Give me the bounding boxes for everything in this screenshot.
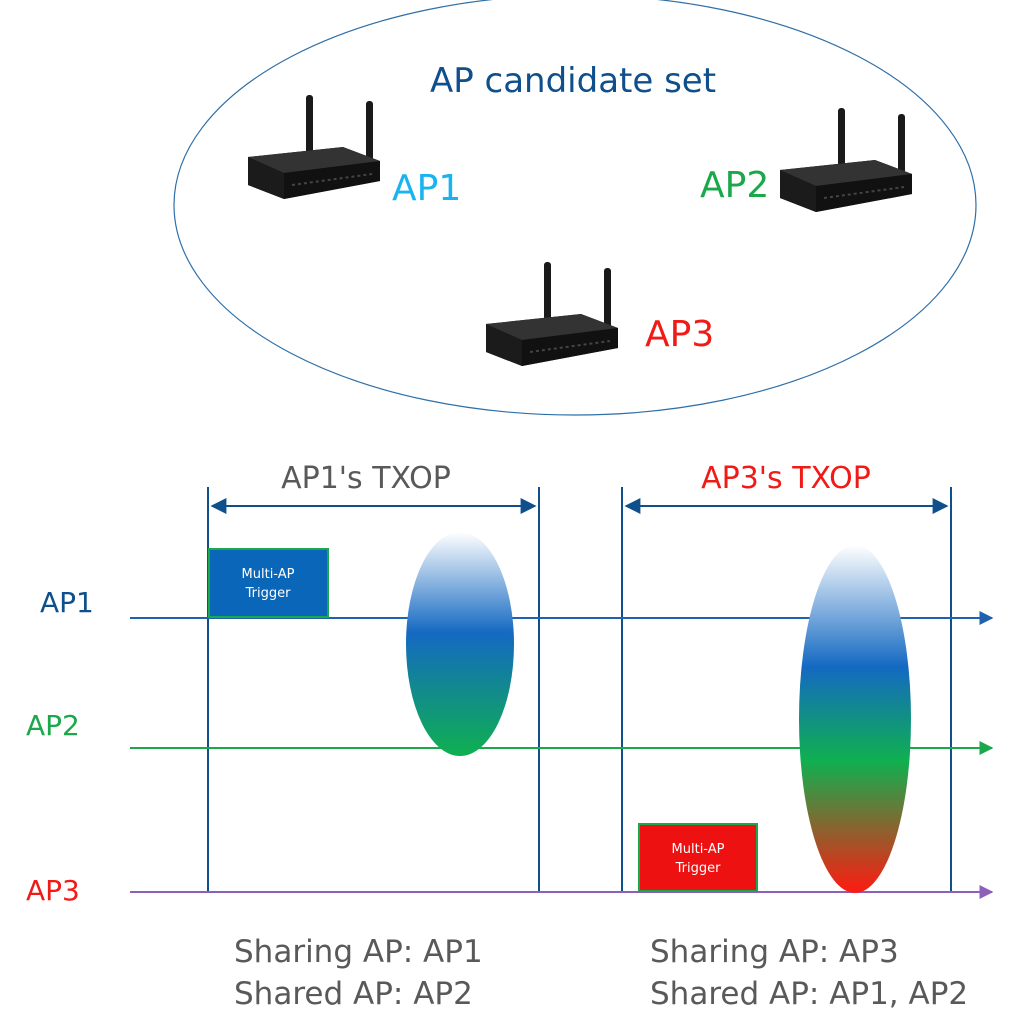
router-icon <box>779 107 913 213</box>
ap3-set-label: AP3 <box>645 314 714 355</box>
caption-left-line1: Sharing AP: AP1 <box>234 934 483 970</box>
router-icon <box>485 261 619 367</box>
multi-ap-trigger-frame-2: Multi-AP Trigger <box>638 823 758 892</box>
caption-right-line2: Shared AP: AP1, AP2 <box>650 976 968 1012</box>
candidate-set-title: AP candidate set <box>430 61 716 101</box>
multi-ap-trigger-frame-1: Multi-AP Trigger <box>208 548 329 618</box>
trigger1-line1: Multi-AP <box>242 567 295 582</box>
txop1-label: AP1's TXOP <box>281 461 451 496</box>
txop2-label: AP3's TXOP <box>701 461 871 496</box>
ap1-set-label: AP1 <box>392 168 461 209</box>
ap2-set-label: AP2 <box>700 165 769 206</box>
router-icon <box>247 94 381 200</box>
row-label-ap2: AP2 <box>26 709 80 742</box>
trigger2-line2: Trigger <box>675 861 721 876</box>
caption-left-line2: Shared AP: AP2 <box>234 976 473 1012</box>
caption-right-line1: Sharing AP: AP3 <box>650 934 899 970</box>
joint-transmission-txop2 <box>799 545 911 893</box>
row-label-ap1: AP1 <box>40 586 94 619</box>
candidate-set-boundary <box>173 0 977 416</box>
row-label-ap3: AP3 <box>26 874 80 907</box>
trigger1-line2: Trigger <box>245 586 291 601</box>
trigger2-line1: Multi-AP <box>672 842 725 857</box>
joint-transmission-txop1 <box>406 532 514 756</box>
